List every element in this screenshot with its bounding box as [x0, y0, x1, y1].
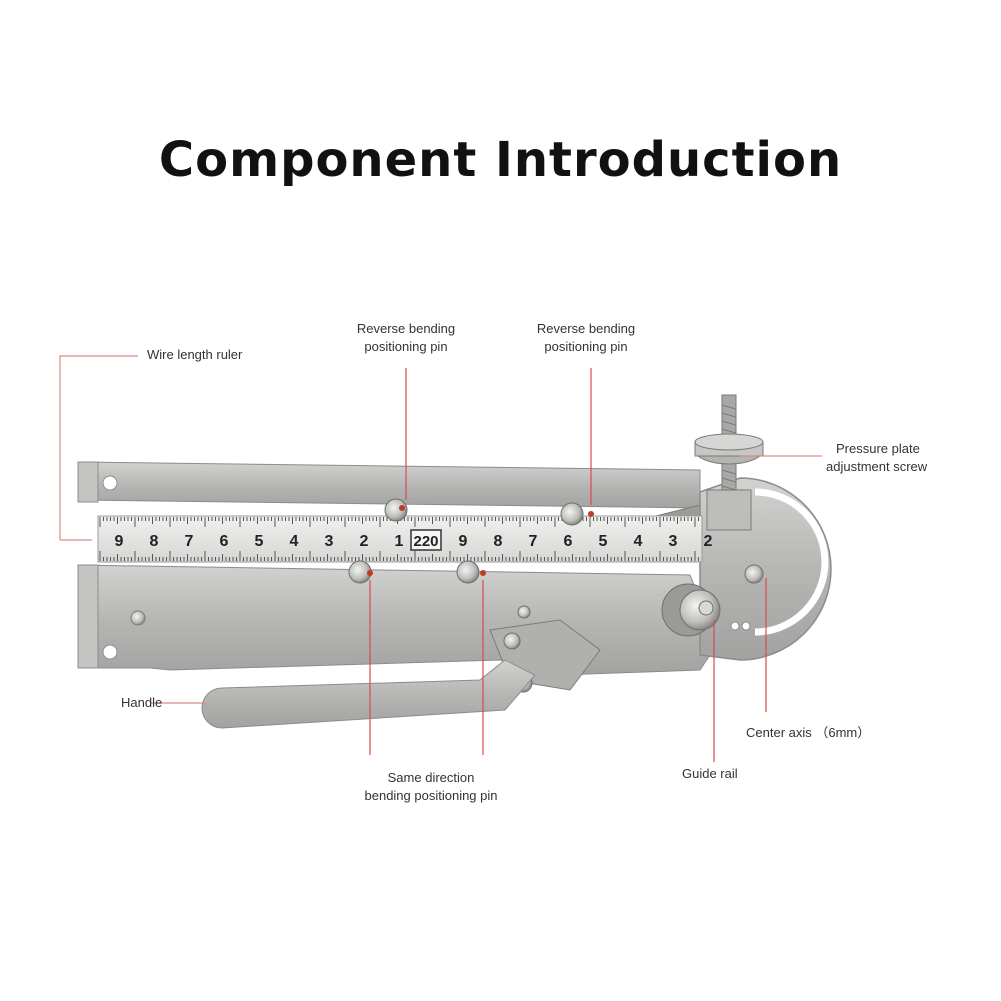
ruler-number-right-4: 5 [599, 533, 608, 550]
pivot-bolt-1 [517, 605, 531, 619]
label-reverse-pin-right: Reverse bending positioning pin [537, 320, 635, 356]
leader-lines [59, 355, 822, 762]
ruler-number-left-2: 7 [185, 533, 194, 550]
label-pressure-plate-screw: Pressure plate adjustment screw [826, 440, 927, 476]
ruler-number-left-1: 8 [150, 533, 159, 550]
bracket-hole-bottom [102, 644, 118, 660]
ruler-number-left-8: 1 [395, 533, 404, 550]
ruler-number-right-1: 8 [494, 533, 503, 550]
label-same-direction-pin: Same direction bending positioning pin [365, 769, 498, 805]
left-bracket-bottom [77, 564, 99, 669]
ruler-number-right-2: 7 [529, 533, 538, 550]
ruler-number-right-3: 6 [564, 533, 573, 550]
ruler-number-left-4: 5 [255, 533, 264, 550]
lower-arm [77, 564, 721, 676]
pivot-bolt-2 [503, 632, 521, 650]
label-reverse-pin-left: Reverse bending positioning pin [357, 320, 455, 356]
ruler-badge: 220 [413, 533, 438, 550]
label-line: adjustment screw [826, 459, 928, 474]
label-line: bending positioning pin [364, 788, 498, 803]
ruler-number-right-7: 2 [704, 533, 713, 550]
ruler-number-left-5: 4 [290, 533, 299, 550]
knurled-nut-top [694, 433, 764, 451]
bracket-hole-top [102, 475, 118, 491]
guide-plate-slot [754, 488, 829, 636]
ruler-numbers: 9 8 7 6 5 4 3 2 1 9 8 7 6 5 4 3 2 [115, 533, 713, 550]
ruler-number-right-5: 4 [634, 533, 643, 550]
left-bracket-top [77, 461, 99, 503]
guide-hole-1 [730, 621, 740, 631]
ruler-number-left-6: 3 [325, 533, 334, 550]
ruler-ticks [99, 517, 699, 561]
label-line: Pressure plate [836, 441, 920, 456]
page-title: Component Introduction [158, 132, 843, 188]
label-center-axis: Center axis （6mm） [746, 725, 871, 740]
screw-block [706, 489, 752, 531]
label-guide-rail: Guide rail [682, 766, 738, 781]
reverse-pin-right [560, 502, 584, 526]
ruler-number-left-7: 2 [360, 533, 369, 550]
wire-length-ruler [97, 515, 703, 563]
label-line: positioning pin [544, 339, 628, 354]
center-axis-hub [698, 600, 714, 616]
label-line: Same direction [387, 770, 475, 785]
ruler-number-right-0: 9 [459, 533, 468, 550]
handle [201, 659, 536, 729]
label-line: Reverse bending [536, 321, 636, 336]
ruler-number-right-6: 3 [669, 533, 678, 550]
center-axis-pin [744, 564, 764, 584]
ruler-number-left-0: 9 [115, 533, 124, 550]
ruler-badge-box [410, 529, 442, 551]
reverse-pin-left [384, 498, 408, 522]
same-dir-pin-right [456, 560, 480, 584]
label-wire-length-ruler: Wire length ruler [147, 347, 243, 362]
ruler-number-left-3: 6 [220, 533, 229, 550]
label-handle: Handle [121, 695, 163, 710]
arm-bolt-left [130, 610, 146, 626]
label-line: Reverse bending [356, 321, 456, 336]
guide-hole-2 [741, 621, 751, 631]
label-line: positioning pin [364, 339, 448, 354]
